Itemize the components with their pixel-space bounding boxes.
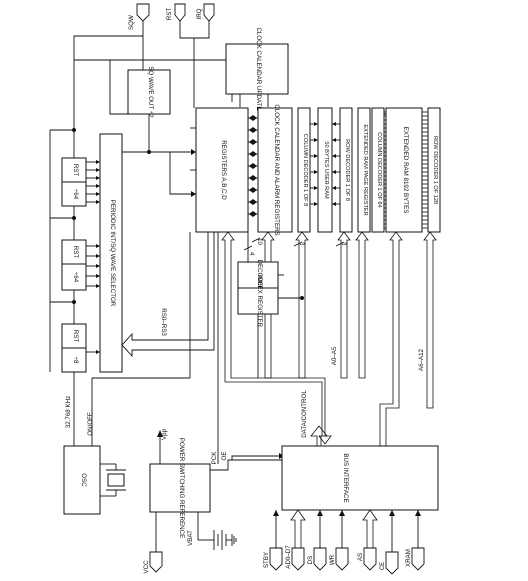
row-decoder-128-block	[427, 107, 441, 233]
power-switching-block	[149, 463, 211, 513]
pin-ad-label: AD0–D7	[285, 545, 292, 569]
periodic-selector-block	[99, 133, 123, 373]
vpp-label: Vpp	[161, 428, 168, 440]
pin-stby-label: STBY	[263, 552, 270, 568]
registers-abcd-block	[195, 107, 249, 233]
registers-abcd-label: REGISTERS A,B,C,D	[220, 140, 227, 200]
column-decoder-8-label: COLUMN DECODER 1 OF 8	[302, 134, 308, 206]
pin-irq-label: IRQ	[196, 8, 203, 19]
divider-mid-ratio: ÷64	[72, 272, 79, 283]
user-ram-block	[317, 107, 333, 233]
row-decoder-8-block	[339, 107, 353, 233]
osc-block	[63, 445, 101, 515]
a6-a12-label: A6–A12	[418, 348, 425, 371]
bus-interface-label: BUS INTERFACE	[342, 453, 349, 502]
pin-ce: CE	[379, 510, 399, 575]
pin-sqw-label: SQW	[128, 15, 135, 30]
pin-wr-label: WR	[329, 554, 336, 565]
divider-output-arrows	[86, 160, 100, 354]
vbat-label: VBAT	[187, 530, 194, 546]
extended-ram-block	[385, 107, 423, 233]
user-ram-connection-arrows	[310, 122, 340, 206]
index-register-block	[237, 287, 279, 315]
osc-label: OSC	[80, 473, 87, 487]
divider-mid-block	[61, 239, 87, 291]
row-decoder-128-label: ROW DECODER 1 OF 128	[432, 136, 438, 204]
clock-calendar-update-block	[225, 43, 289, 95]
crystal-icon	[100, 463, 126, 497]
column-decoder-64-label: COLUMN DECODER 1 OF 64	[376, 132, 382, 208]
column-decoder-64-block	[371, 107, 385, 233]
bus-width-4: 4	[248, 252, 255, 256]
pin-xram: XRAM	[405, 510, 425, 571]
column-decoder-8-block	[297, 107, 311, 233]
pin-irq: IRQ	[196, 3, 215, 22]
extended-ram-page-register-label: EXTENDED RAM PAGE REGISTER	[362, 124, 368, 215]
register-bus-arrows	[248, 115, 258, 217]
clock-alarm-registers-block	[257, 107, 293, 233]
bus-width-3b: 3	[340, 242, 347, 246]
onoff-label: ON/OFF	[87, 412, 94, 436]
decoder-label: DECODER	[256, 260, 263, 291]
periodic-selector-label: PERIODIC INT/SQ WAVE SELECTOR	[109, 200, 116, 307]
pin-ds: DS	[307, 510, 327, 571]
divider-top-rst: RST	[72, 164, 79, 177]
power-switching-label: POWER SWITCHING REFERENCE	[178, 438, 185, 538]
pin-ds-label: DS	[307, 556, 314, 565]
row-decoder-8-label: ROW DECODER 1 OF 8	[344, 139, 350, 201]
pin-stby: STBY	[263, 510, 283, 571]
divider-top-ratio: ÷64	[72, 189, 79, 200]
pin-sqw: SQW	[128, 3, 150, 36]
bus-width-10: 10	[256, 238, 263, 245]
pin-ad0-d7: AD0–D7	[285, 509, 306, 571]
bus-interface-block	[281, 445, 439, 511]
divider-mid-rst: RST	[72, 246, 79, 259]
rs-bus-arrow	[121, 232, 215, 358]
pin-xram-label: XRAM	[405, 549, 412, 567]
extended-ram-hatch	[384, 111, 428, 229]
pin-rst: RST	[166, 3, 186, 22]
user-ram-label: 50 BYTES USER RAM	[323, 141, 329, 199]
pin-rst-label: RST	[166, 8, 173, 21]
divider-bottom-rst: RST	[72, 330, 79, 343]
pin-wr: WR	[329, 510, 349, 571]
khz-label: 32.768 KHz	[65, 396, 72, 428]
extended-ram-page-register-block	[357, 107, 371, 233]
pin-ce-label: CE	[379, 562, 386, 571]
vcc-pin: VCC	[143, 512, 163, 574]
pin-as-label: AS	[357, 553, 364, 561]
sq-wave-out-label: SQ WAVE OUT ÷2	[147, 66, 154, 118]
bus-width-3a: 3	[298, 242, 305, 246]
vcc-label: VCC	[143, 560, 150, 574]
extended-ram-label: EXTENDED RAM 8192 BYTES	[402, 127, 409, 214]
clock-calendar-update-label: CLOCK CALENDAR UPDATE	[255, 27, 262, 110]
clock-alarm-registers-label: CLOCK CALENDAR AND ALARM REGISTERS	[273, 104, 280, 235]
vpp-pin: Vpp	[157, 428, 168, 464]
divider-bottom-ratio: ÷8	[72, 357, 79, 364]
data-control-label: DATA/CONTROL	[301, 390, 308, 438]
pin-a0-a6: AS	[357, 509, 378, 571]
battery-icon: VBAT	[187, 512, 237, 550]
oe-label: OE	[221, 452, 228, 461]
rs-label: RS0–RS3	[160, 308, 167, 336]
a0-a5-label: A0–A5	[331, 346, 338, 365]
pck-label: PCK	[211, 451, 218, 465]
index-register-label: INDEX REGISTER	[256, 275, 263, 328]
